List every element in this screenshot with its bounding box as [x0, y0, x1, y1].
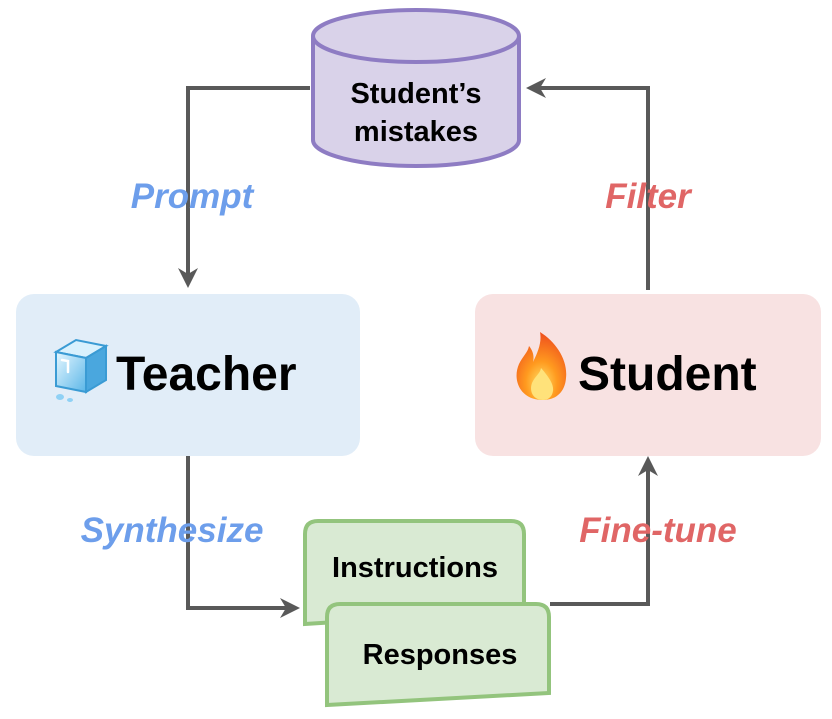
arrow-prompt [178, 86, 310, 288]
arrow-filter [526, 78, 650, 290]
edge-label-finetune: Fine-tune [579, 511, 736, 550]
mistakes-label-line1: Student’s [350, 78, 481, 110]
arrow-finetune [550, 456, 658, 606]
mistakes-database: Student’s mistakes [311, 8, 521, 168]
instructions-label: Instructions [332, 552, 498, 584]
arrow-synthesize [186, 452, 300, 618]
teacher-node: Teacher [16, 294, 360, 456]
student-node: Student [475, 294, 821, 456]
responses-document: Responses [325, 602, 551, 708]
edge-label-synthesize: Synthesize [81, 511, 264, 550]
fire-icon [516, 332, 567, 400]
student-label: Student [578, 348, 757, 401]
mistakes-label-line2: mistakes [354, 116, 478, 148]
edge-label-prompt: Prompt [131, 177, 255, 216]
responses-label: Responses [363, 639, 518, 671]
ice-cube-icon [53, 338, 109, 402]
teacher-label: Teacher [116, 348, 297, 401]
edge-label-filter: Filter [605, 177, 693, 216]
